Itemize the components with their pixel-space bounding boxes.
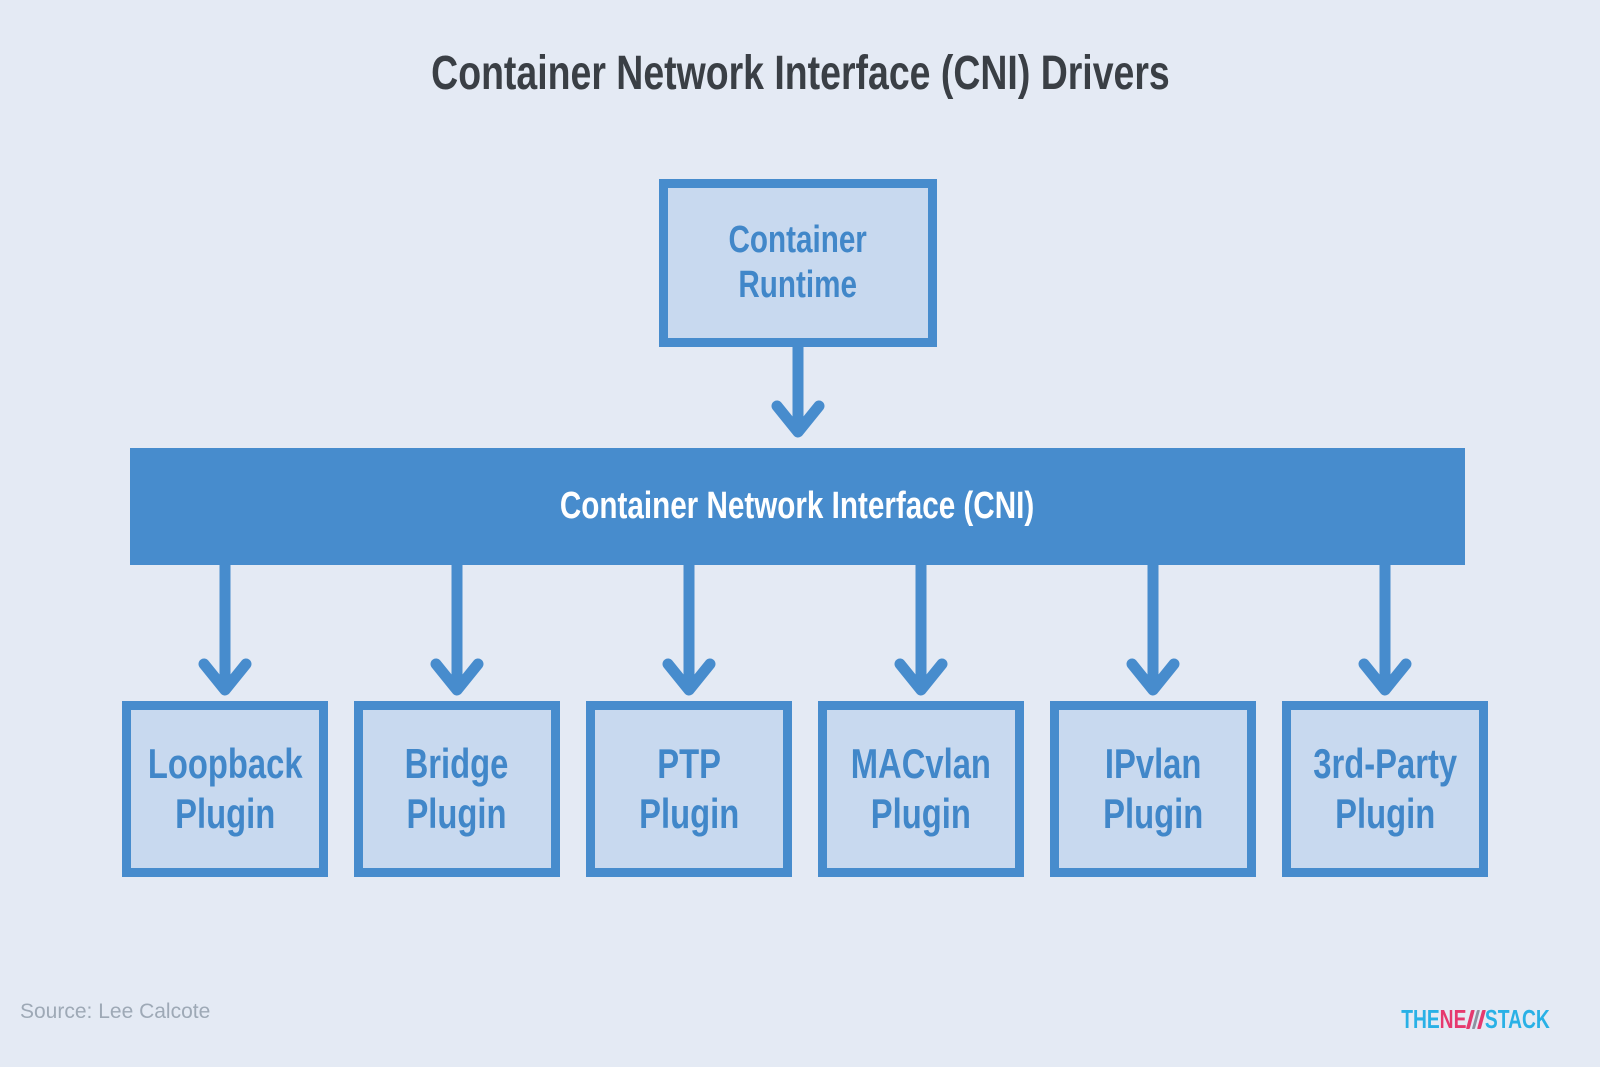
arrow-cni-to-ptp [662,565,716,696]
node-bridge-plugin-label: Bridge Plugin [405,739,509,838]
arrow-cni-to-loopback [198,565,252,696]
node-label-line1: IPvlan [1104,740,1202,788]
node-macvlan-plugin-label: MACvlan Plugin [851,739,991,838]
node-3rd-party-plugin: 3rd-Party Plugin [1282,701,1488,877]
cni-bus-label: Container Network Interface (CNI) [560,485,1035,527]
node-container-runtime-label: Container Runtime [729,218,867,308]
node-label-line1: PTP [657,740,721,788]
arrow-runtime-to-cni [771,347,825,438]
node-label-line2: Plugin [1334,790,1436,837]
page-title-text: Container Network Interface (CNI) Driver… [430,47,1170,100]
node-ptp-plugin-label: PTP Plugin [639,739,739,838]
node-3rd-party-plugin-label: 3rd-Party Plugin [1313,739,1457,838]
node-ptp-plugin: PTP Plugin [586,701,792,877]
node-label-line1: MACvlan [850,740,992,788]
node-loopback-plugin-label: Loopback Plugin [148,739,303,838]
node-label-line1: Container [728,219,868,262]
arrow-cni-to-bridge [430,565,484,696]
node-label-line2: Runtime [738,264,858,306]
node-label-line2: Plugin [638,790,740,837]
node-bridge-plugin: Bridge Plugin [354,701,560,877]
page-title: Container Network Interface (CNI) Driver… [0,46,1600,101]
node-container-runtime: Container Runtime [659,179,937,347]
node-ipvlan-plugin-label: IPvlan Plugin [1103,739,1203,838]
node-label-line1: Bridge [405,740,509,788]
node-macvlan-plugin: MACvlan Plugin [818,701,1024,877]
logo-w-slashes-icon [1465,1010,1486,1029]
cni-bus-bar: Container Network Interface (CNI) [130,448,1465,565]
node-loopback-plugin: Loopback Plugin [122,701,328,877]
arrow-cni-to-ipvlan [1126,565,1180,696]
node-ipvlan-plugin: IPvlan Plugin [1050,701,1256,877]
arrow-cni-to-macvlan [894,565,948,696]
node-label-line2: Plugin [174,790,276,837]
logo-part-stack: STACK [1485,1004,1550,1034]
node-label-line1: Loopback [147,740,303,788]
logo-part-ne: NE [1439,1004,1467,1034]
node-label-line1: 3rd-Party [1313,740,1457,788]
logo-part-the: THE [1401,1004,1440,1034]
arrow-cni-to-3rd-party [1358,565,1412,696]
node-label-line2: Plugin [1102,790,1204,837]
node-label-line2: Plugin [870,790,972,837]
node-label-line2: Plugin [406,790,508,837]
source-credit: Source: Lee Calcote [20,1000,211,1023]
